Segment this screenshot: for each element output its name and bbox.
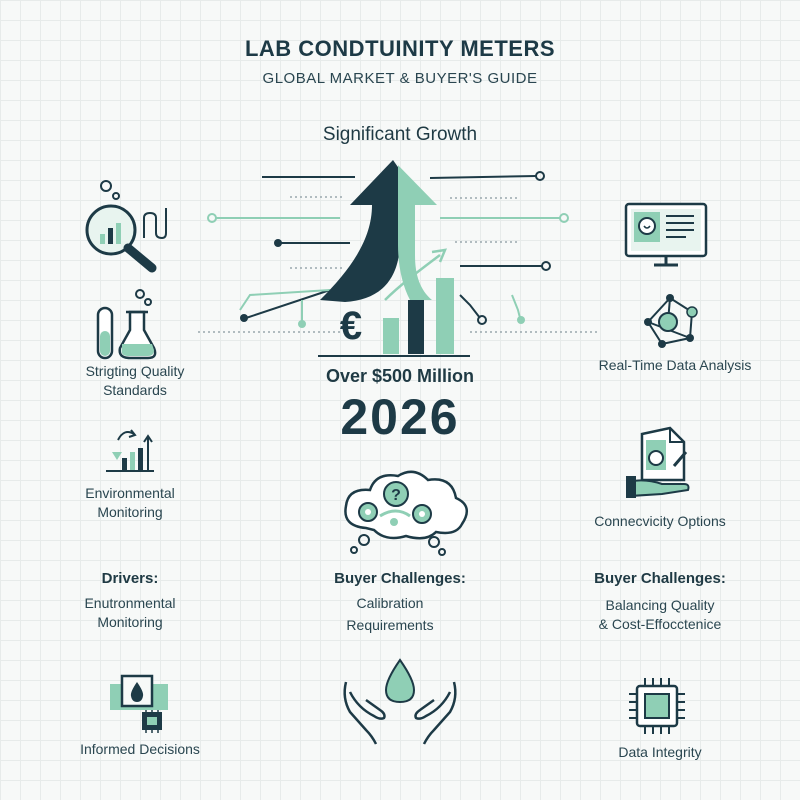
environmental-monitoring-label: Environmental Monitoring (85, 485, 175, 520)
quality-standards-label: Strigting Quality Standards (85, 363, 185, 398)
svg-text:?: ? (391, 487, 401, 504)
drivers-label: Enutronmental Monitoring (84, 595, 176, 630)
hand-device-icon (626, 426, 690, 498)
flask-icon (96, 289, 157, 360)
environment-chart-icon (106, 429, 154, 472)
drivers-heading: Drivers: (101, 570, 159, 587)
real-time-data-label: Real-Time Data Analysis (598, 357, 752, 373)
connector-dots-left (240, 239, 282, 322)
informed-decisions-label: Informed Decisions (80, 741, 200, 757)
center-challenges-heading: Buyer Challenges: (334, 570, 466, 587)
market-value: Over $500 Million (325, 366, 475, 386)
balancing-quality-label: Balancing Quality & Cost-Effocctenice (598, 597, 722, 632)
hands-droplet-icon (343, 658, 457, 745)
right-challenges-heading: Buyer Challenges: (594, 570, 726, 587)
growth-label: Significant Growth (322, 124, 478, 145)
network-nodes-icon (644, 294, 698, 348)
growth-arrow-navy (320, 160, 400, 302)
connector-lines-left (245, 176, 355, 319)
magnifier-chart-icon (85, 180, 167, 273)
forecast-year: 2026 (340, 389, 460, 445)
connectivity-options-label: Connecvicity Options (594, 513, 726, 529)
growth-bars (383, 278, 454, 354)
data-integrity-label: Data Integrity (618, 744, 702, 760)
thought-cloud-icon: ? (344, 470, 469, 556)
microchip-icon (629, 678, 685, 734)
page-subtitle: GLOBAL MARKET & BUYER'S GUIDE (262, 70, 538, 87)
chip-droplet-icon (110, 674, 168, 733)
euro-symbol: € (339, 304, 363, 348)
growth-arrow-teal (393, 160, 437, 300)
page-title: LAB CONDTUINITY METERS (244, 36, 556, 61)
monitor-icon (624, 202, 708, 267)
calibration-requirements-label: Calibration Requirements (346, 595, 434, 633)
